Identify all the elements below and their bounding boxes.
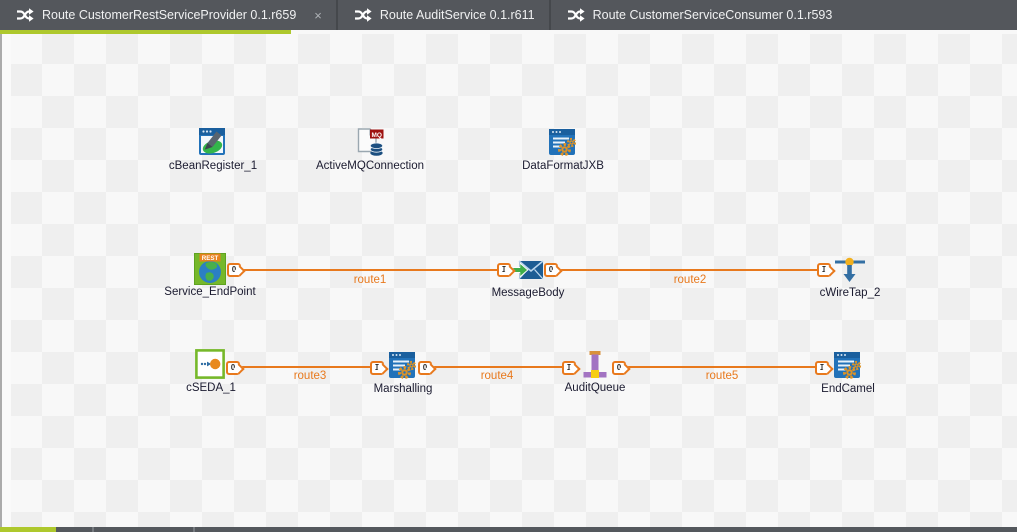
bottom-separator — [193, 527, 195, 532]
dataformat-gears-icon — [549, 129, 577, 156]
tab-audit-service[interactable]: Route AuditService 0.1.r611 — [335, 0, 545, 30]
connection-label[interactable]: route4 — [480, 370, 514, 382]
component-cbeanregister-1[interactable]: cBeanRegister_1 — [169, 127, 257, 172]
tab-label: Route CustomerRestServiceProvider 0.1.r6… — [42, 8, 297, 22]
component-end-camel[interactable]: I EndCamel — [815, 350, 875, 395]
output-port[interactable]: O — [418, 361, 432, 375]
rest-banner-text: REST — [202, 255, 219, 262]
output-port[interactable]: O — [226, 361, 240, 375]
connection-route3-line[interactable] — [242, 366, 370, 368]
design-canvas[interactable]: route1 route2 route3 route4 route5 cBean… — [0, 34, 1017, 527]
seda-icon — [195, 349, 225, 379]
connection-label[interactable]: route3 — [293, 370, 327, 382]
component-label: DataFormatJXB — [522, 160, 604, 172]
bean-register-icon — [199, 128, 225, 155]
component-label: cWireTap_2 — [819, 287, 881, 299]
output-port[interactable]: O — [612, 361, 626, 375]
tab-customer-rest-service-provider[interactable]: Route CustomerRestServiceProvider 0.1.r6… — [0, 0, 332, 30]
component-message-body[interactable]: I O MessageBody — [492, 254, 564, 299]
output-port[interactable]: O — [544, 263, 558, 277]
component-service-endpoint[interactable]: REST O Service_EndPoint — [164, 253, 256, 298]
component-label: Marshalling — [373, 383, 433, 395]
dataformat-gears-icon — [389, 352, 417, 379]
output-port[interactable]: O — [227, 263, 241, 277]
envelope-arrow-icon — [512, 260, 544, 280]
connection-route5-line[interactable] — [627, 366, 815, 368]
component-label: AuditQueue — [564, 382, 626, 394]
bottom-panel-edge — [0, 527, 1017, 532]
connection-label[interactable]: route1 — [353, 274, 387, 286]
input-port[interactable]: I — [497, 263, 511, 277]
input-port[interactable]: I — [815, 361, 829, 375]
component-label: cSEDA_1 — [186, 382, 236, 394]
input-port[interactable]: I — [370, 361, 384, 375]
canvas-left-edge — [0, 34, 11, 532]
route-icon — [354, 8, 372, 22]
component-marshalling[interactable]: I O Marshalling — [370, 350, 432, 395]
connection-label[interactable]: route5 — [705, 370, 739, 382]
tab-label: Route AuditService 0.1.r611 — [379, 8, 535, 22]
rest-endpoint-icon: REST — [194, 253, 226, 285]
component-label: MessageBody — [491, 287, 565, 299]
connection-label[interactable]: route2 — [673, 274, 707, 286]
route-icon — [567, 8, 585, 22]
input-port[interactable]: I — [562, 361, 576, 375]
tab-label: Route CustomerServiceConsumer 0.1.r593 — [592, 8, 833, 22]
component-cwiretap-2[interactable]: I cWireTap_2 — [817, 254, 880, 299]
component-label: EndCamel — [821, 383, 875, 395]
bottom-separator — [92, 527, 94, 532]
component-audit-queue[interactable]: I O AuditQueue — [562, 349, 626, 394]
component-cseda-1[interactable]: O cSEDA_1 — [186, 349, 240, 394]
component-label: ActiveMQConnection — [315, 160, 425, 172]
route-icon — [17, 8, 34, 22]
active-tab-underline — [0, 30, 291, 34]
dataformat-gears-icon — [834, 352, 862, 379]
component-label: Service_EndPoint — [164, 286, 256, 298]
component-activemq-connection[interactable]: MQ ActiveMQConnection — [316, 127, 424, 172]
activemq-icon: MQ — [357, 128, 384, 156]
bottom-active-indicator — [0, 527, 56, 532]
editor-tab-bar: Route CustomerRestServiceProvider 0.1.r6… — [0, 0, 1017, 30]
queue-icon — [583, 351, 607, 378]
connection-route1-line[interactable] — [240, 269, 498, 271]
component-dataformat-jxb[interactable]: DataFormatJXB — [522, 127, 604, 172]
close-icon[interactable]: × — [314, 7, 322, 23]
mq-badge-text: MQ — [371, 132, 381, 139]
connection-route2-line[interactable] — [559, 269, 817, 271]
connection-route4-line[interactable] — [433, 366, 562, 368]
input-port[interactable]: I — [817, 263, 831, 277]
component-label: cBeanRegister_1 — [168, 160, 258, 172]
tab-customer-service-consumer[interactable]: Route CustomerServiceConsumer 0.1.r593 — [548, 0, 843, 30]
wiretap-icon — [835, 257, 865, 282]
